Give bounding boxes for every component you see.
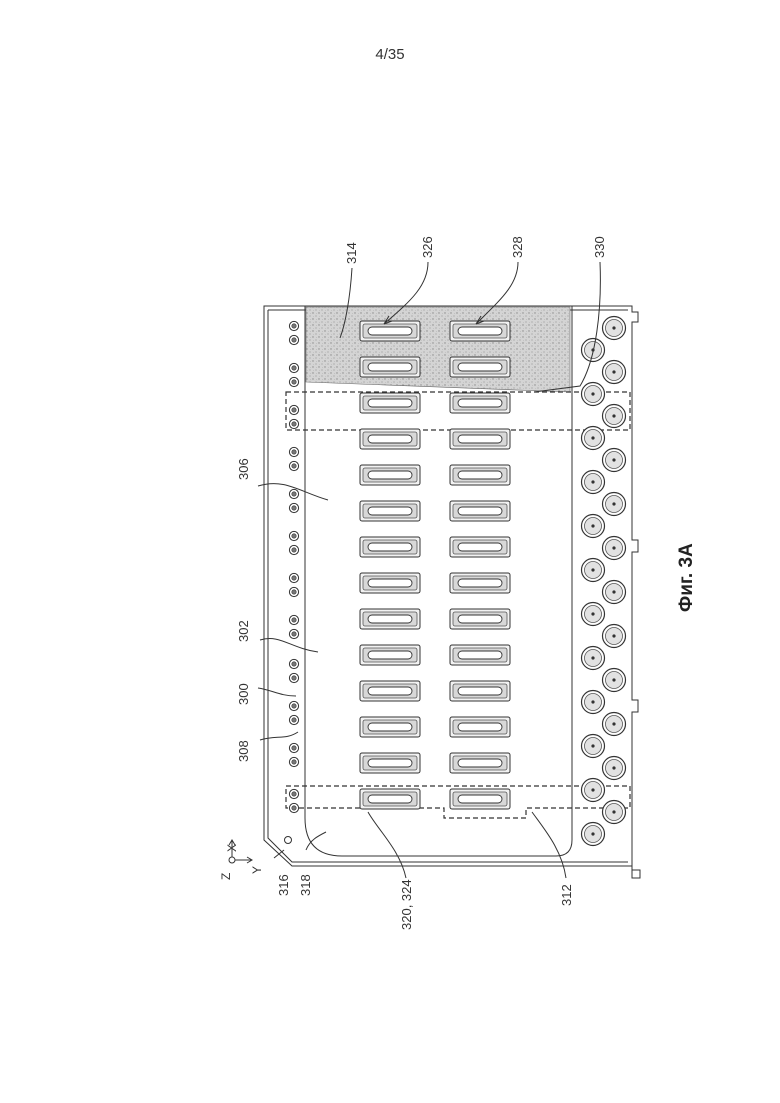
round-port xyxy=(582,427,605,450)
slot-well xyxy=(450,321,510,341)
mounting-hole xyxy=(289,615,298,624)
mounting-hole xyxy=(289,573,298,582)
round-port xyxy=(582,471,605,494)
axis-x-label: X xyxy=(225,844,239,852)
label-312: 312 xyxy=(559,884,574,906)
label-328: 328 xyxy=(510,236,525,258)
slot-well xyxy=(450,465,510,485)
corner-hole xyxy=(285,837,292,844)
round-port xyxy=(582,691,605,714)
mounting-hole xyxy=(289,321,298,330)
label-308: 308 xyxy=(236,740,251,762)
slot-well xyxy=(450,573,510,593)
mounting-hole xyxy=(289,461,298,470)
round-ports xyxy=(582,317,626,846)
mounting-hole xyxy=(289,405,298,414)
round-port xyxy=(603,405,626,428)
axes-indicator: Z X Y xyxy=(219,840,264,880)
left-hole-column xyxy=(289,321,298,812)
round-port xyxy=(582,383,605,406)
slot-well xyxy=(360,357,420,377)
slot-well xyxy=(450,681,510,701)
mounting-hole xyxy=(289,803,298,812)
slot-well xyxy=(360,321,420,341)
slot-well xyxy=(450,789,510,809)
round-port xyxy=(582,735,605,758)
mounting-hole xyxy=(289,545,298,554)
round-port xyxy=(603,493,626,516)
mounting-hole xyxy=(289,629,298,638)
slot-well xyxy=(360,789,420,809)
mounting-hole xyxy=(289,659,298,668)
slot-well xyxy=(450,753,510,773)
slot-well xyxy=(450,609,510,629)
round-port xyxy=(603,361,626,384)
label-314: 314 xyxy=(344,242,359,264)
round-port xyxy=(582,559,605,582)
mounting-hole xyxy=(289,335,298,344)
mounting-hole xyxy=(289,531,298,540)
slot-well xyxy=(450,717,510,737)
round-port xyxy=(603,669,626,692)
label-302: 302 xyxy=(236,620,251,642)
mounting-hole xyxy=(289,743,298,752)
label-320-324: 320, 324 xyxy=(399,879,414,930)
round-port xyxy=(603,713,626,736)
axis-y-label: Y xyxy=(250,866,264,874)
round-port xyxy=(582,823,605,846)
slot-well xyxy=(360,753,420,773)
slot-well xyxy=(450,537,510,557)
slot-well xyxy=(360,393,420,413)
label-300: 300 xyxy=(236,683,251,705)
round-port xyxy=(582,779,605,802)
label-306: 306 xyxy=(236,458,251,480)
slot-well xyxy=(360,573,420,593)
mounting-hole xyxy=(289,701,298,710)
label-316: 316 xyxy=(276,874,291,896)
slot-well xyxy=(450,501,510,521)
slot-well xyxy=(450,429,510,449)
slot-well xyxy=(360,537,420,557)
round-port xyxy=(603,537,626,560)
slot-well xyxy=(360,645,420,665)
round-port xyxy=(603,757,626,780)
slot-well xyxy=(360,465,420,485)
mounting-hole xyxy=(289,587,298,596)
mounting-hole xyxy=(289,377,298,386)
mounting-hole xyxy=(289,489,298,498)
slot-well xyxy=(450,393,510,413)
figure-caption: Фиг. 3А xyxy=(676,543,697,612)
mounting-hole xyxy=(289,715,298,724)
slot-well xyxy=(360,501,420,521)
slot-well xyxy=(450,357,510,377)
mounting-hole xyxy=(289,419,298,428)
slot-well xyxy=(360,717,420,737)
round-port xyxy=(603,801,626,824)
slot-well xyxy=(360,429,420,449)
slot-wells xyxy=(360,321,510,809)
label-330: 330 xyxy=(592,236,607,258)
mounting-hole xyxy=(289,447,298,456)
round-port xyxy=(582,515,605,538)
round-port xyxy=(582,647,605,670)
slot-well xyxy=(360,609,420,629)
mounting-hole xyxy=(289,789,298,798)
round-port xyxy=(603,317,626,340)
round-port xyxy=(603,581,626,604)
mounting-hole xyxy=(289,503,298,512)
mounting-hole xyxy=(289,363,298,372)
label-326: 326 xyxy=(420,236,435,258)
slot-well xyxy=(450,645,510,665)
mounting-hole xyxy=(289,757,298,766)
slot-well xyxy=(360,681,420,701)
label-318: 318 xyxy=(298,874,313,896)
axis-z-label: Z xyxy=(219,873,233,880)
round-port xyxy=(603,449,626,472)
round-port xyxy=(582,603,605,626)
round-port xyxy=(603,625,626,648)
mounting-hole xyxy=(289,673,298,682)
